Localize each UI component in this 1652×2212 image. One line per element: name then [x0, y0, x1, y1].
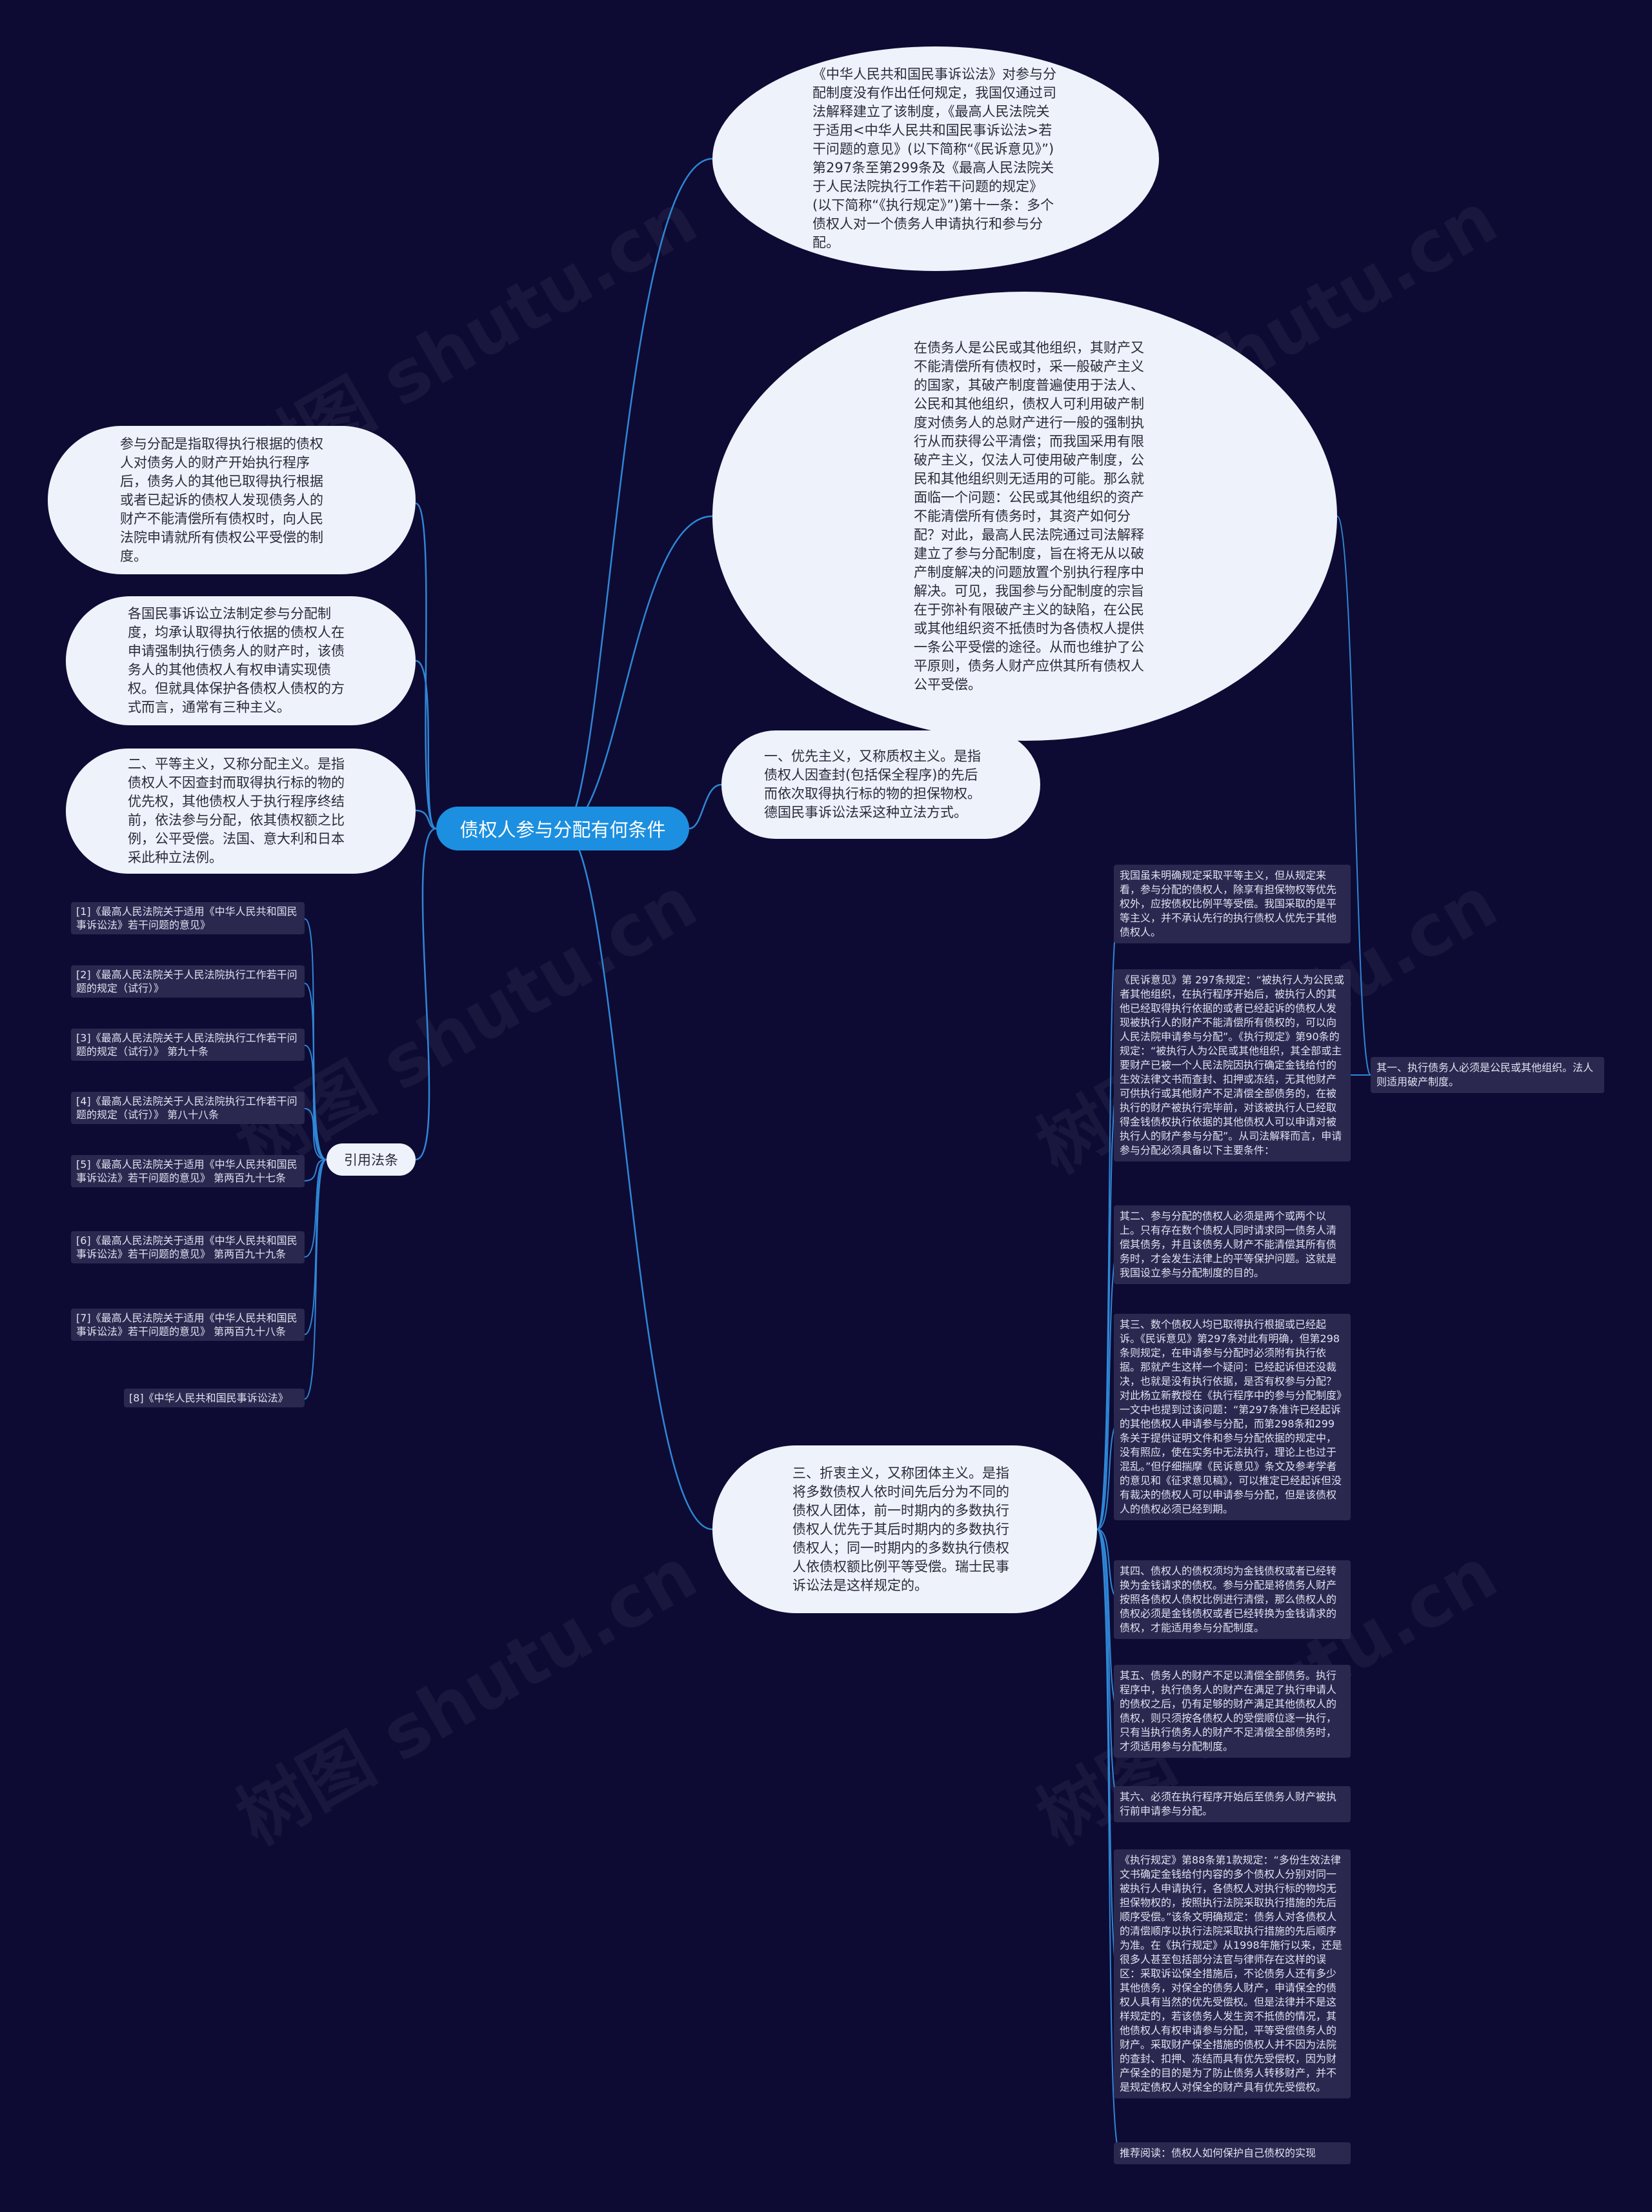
- link-root-right-third: [562, 827, 713, 1531]
- note-5[interactable]: 其四、债权人的债权须均为金钱债权或者已经转换为金钱请求的债权。参与分配是将债务人…: [1114, 1560, 1351, 1639]
- link-ref-item-3: [304, 1045, 327, 1160]
- link-ref-item-2: [304, 983, 327, 1160]
- link-third-note-9: [1096, 1529, 1121, 2155]
- right-third-bubble-text: 三、折衷主义，又称团体主义。是指将多数债权人依时间先后分为不同的债权人团体，前一…: [792, 1465, 1009, 1593]
- reference-label[interactable]: 引用法条: [327, 1143, 416, 1176]
- right-first-bubble[interactable]: 一、优先主义，又称质权主义。是指债权人因查封(包括保全程序)的先后而依次取得执行…: [721, 730, 1040, 839]
- note-3[interactable]: 其二、参与分配的债权人必须是两个或两个以上。只有存在数个债权人同时请求同一债务人…: [1114, 1205, 1351, 1284]
- right-first-bubble-text: 一、优先主义，又称质权主义。是指债权人因查封(包括保全程序)的先后而依次取得执行…: [764, 749, 981, 820]
- link-ref-item-8: [304, 1159, 327, 1400]
- reference-item[interactable]: [5]《最高人民法院关于适用《中华人民共和国民事诉讼法》若干问题的意见》 第两百…: [71, 1155, 305, 1187]
- link-root-left-1: [415, 502, 437, 830]
- link-root-right-first: [689, 783, 722, 830]
- link-root-right-top: [562, 157, 713, 830]
- reference-item[interactable]: [3]《最高人民法院关于人民法院执行工作若干问题的规定（试行）》 第九十条: [71, 1029, 305, 1061]
- reference-item[interactable]: [6]《最高人民法院关于适用《中华人民共和国民事诉讼法》若干问题的意见》 第两百…: [71, 1231, 305, 1263]
- left-bubble-legislation[interactable]: 各国民事诉讼立法制定参与分配制度，均承认取得执行依据的债权人在申请强制执行债务人…: [66, 596, 416, 725]
- note-recommended[interactable]: 推荐阅读：债权人如何保护自己债权的实现: [1114, 2142, 1351, 2164]
- note-1[interactable]: 我国虽未明确规定采取平等主义，但从规定来看，参与分配的债权人，除享有担保物权等优…: [1114, 865, 1351, 943]
- left-bubble-definition[interactable]: 参与分配是指取得执行根据的债权人对债务人的财产开始执行程序后，债务人的其他已取得…: [48, 426, 416, 574]
- link-root-left-2: [415, 659, 437, 830]
- left-bubble-equality[interactable]: 二、平等主义，又称分配主义。是指债权人不因查封而取得执行标的物的优先权，其他债权…: [66, 749, 416, 874]
- link-ref-item-6: [304, 1159, 327, 1258]
- link-big-side-note: [1336, 516, 1371, 1076]
- reference-item[interactable]: [8]《中华人民共和国民事诉讼法》: [124, 1389, 305, 1407]
- reference-item[interactable]: [2]《最高人民法院关于人民法院执行工作若干问题的规定（试行）》: [71, 965, 305, 998]
- note-8[interactable]: 《执行规定》第88条第1款规定：“多份生效法律文书确定金钱给付内容的多个债权人分…: [1114, 1849, 1351, 2098]
- link-ref-item-5: [304, 1159, 327, 1181]
- reference-item[interactable]: [4]《最高人民法院关于人民法院执行工作若干问题的规定（试行）》 第八十八条: [71, 1092, 305, 1124]
- right-top-bubble-text: 《中华人民共和国民事诉讼法》对参与分配制度没有作出任何规定，我国仅通过司法解释建…: [812, 66, 1056, 250]
- note-6[interactable]: 其五、债务人的财产不足以清偿全部债务。执行程序中，执行债务人的财产在满足了执行申…: [1114, 1665, 1351, 1758]
- right-third-bubble[interactable]: 三、折衷主义，又称团体主义。是指将多数债权人依时间先后分为不同的债权人团体，前一…: [712, 1445, 1097, 1613]
- left-bubble-legislation-text: 各国民事诉讼立法制定参与分配制度，均承认取得执行依据的债权人在申请强制执行债务人…: [128, 606, 345, 715]
- note-2[interactable]: 《民诉意见》第 297条规定：“被执行人为公民或者其他组织，在执行程序开始后，被…: [1114, 969, 1351, 1161]
- link-ref-item-4: [304, 1108, 327, 1160]
- reference-item[interactable]: [7]《最高人民法院关于适用《中华人民共和国民事诉讼法》若干问题的意见》 第两百…: [71, 1309, 305, 1341]
- side-note[interactable]: 其一、执行债务人必须是公民或其他组织。法人则适用破产制度。: [1371, 1057, 1604, 1093]
- left-bubble-definition-text: 参与分配是指取得执行根据的债权人对债务人的财产开始执行程序后，债务人的其他已取得…: [120, 436, 323, 564]
- root-node[interactable]: 债权人参与分配有何条件: [436, 807, 689, 850]
- right-big-bubble-text: 在债务人是公民或其他组织，其财产又不能清偿所有债权时，采一般破产主义的国家，其破…: [914, 339, 1144, 692]
- right-top-bubble[interactable]: 《中华人民共和国民事诉讼法》对参与分配制度没有作出任何规定，我国仅通过司法解释建…: [712, 46, 1159, 271]
- link-root-reference: [415, 827, 437, 1161]
- reference-item[interactable]: [1]《最高人民法院关于适用《中华人民共和国民事诉讼法》若干问题的意见》: [71, 902, 305, 934]
- note-4[interactable]: 其三、数个债权人均已取得执行根据或已经起诉。《民诉意见》第297条对此有明确，但…: [1114, 1314, 1351, 1520]
- link-root-left-3: [415, 809, 437, 830]
- left-bubble-equality-text: 二、平等主义，又称分配主义。是指债权人不因查封而取得执行标的物的优先权，其他债权…: [128, 756, 345, 865]
- note-7[interactable]: 其六、必须在执行程序开始后至债务人财产被执行前申请参与分配。: [1114, 1786, 1351, 1822]
- link-root-right-big: [562, 515, 713, 830]
- right-big-bubble[interactable]: 在债务人是公民或其他组织，其财产又不能清偿所有债权时，采一般破产主义的国家，其破…: [712, 292, 1337, 741]
